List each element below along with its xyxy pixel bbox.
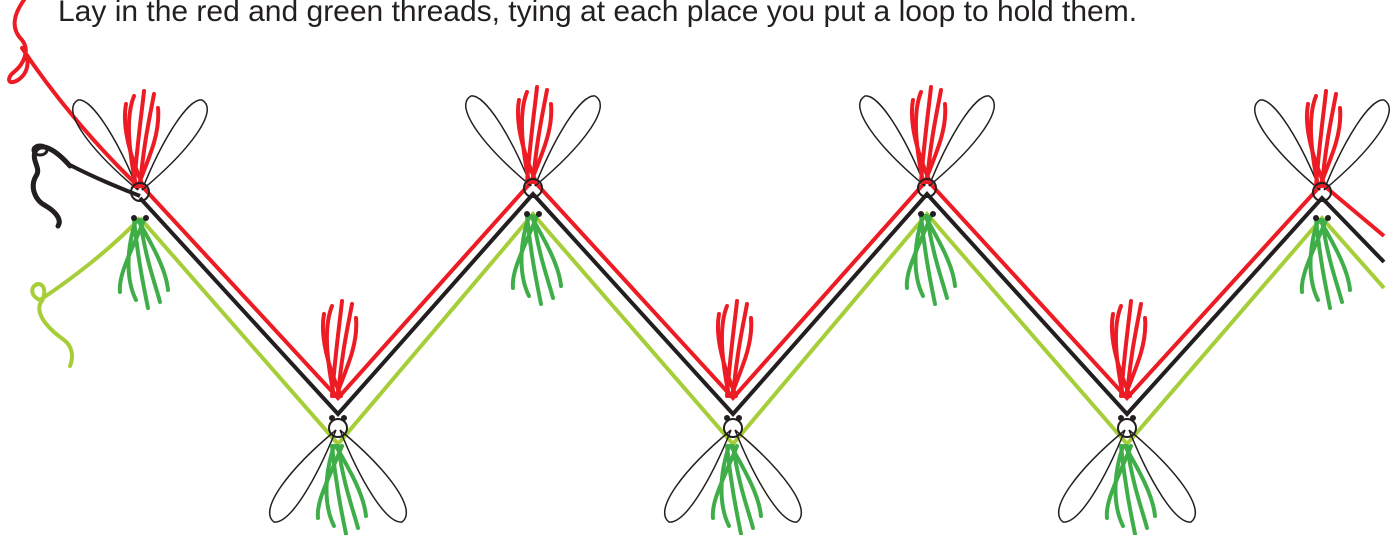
knot-loop [723, 418, 743, 438]
knot-loop [328, 418, 348, 438]
knot-dot [536, 211, 542, 217]
knot-dot [1325, 215, 1331, 221]
tuft-up [1109, 299, 1148, 398]
knot-dot [1118, 415, 1124, 421]
red-thread-line [138, 177, 1386, 401]
needle-eye [31, 143, 49, 157]
black-loops-up [72, 99, 208, 191]
knot-loop [1312, 182, 1332, 202]
instruction-caption: Lay in the red and green threads, tying … [58, 0, 1138, 28]
knot-dot [524, 211, 530, 217]
zigzag-threads [20, 46, 1386, 448]
tuft-up [320, 299, 359, 398]
knot-dot [736, 415, 742, 421]
tuft-up [122, 89, 161, 188]
tuft-down [510, 214, 563, 306]
knot-loop [1117, 418, 1137, 438]
knot-loop [130, 182, 150, 202]
knot-dot [930, 211, 936, 217]
needle-icon [30, 144, 73, 229]
green-thread-tail-icon [30, 281, 74, 368]
tuft-down [710, 444, 763, 535]
knot-loop [523, 178, 543, 198]
tuft-up [909, 85, 948, 184]
black-loops-down [663, 429, 803, 523]
knot-dot [724, 415, 730, 421]
tuft-down [1104, 444, 1157, 535]
black-loops-down [1057, 429, 1197, 523]
tuft-up [715, 299, 754, 398]
tuft-up [1304, 89, 1343, 188]
black-loops-up [465, 95, 601, 187]
black-loops-down [268, 429, 408, 523]
thread-tails [7, 0, 74, 368]
knot-dot [918, 211, 924, 217]
black-thread-lead [69, 163, 141, 198]
red-thread-lead [20, 46, 142, 190]
loop-knots [130, 178, 1332, 438]
knot-dot [341, 415, 347, 421]
tie-tufts [72, 85, 1390, 535]
black-loops-up [859, 95, 995, 187]
tuft-down [315, 444, 368, 535]
red-thread-tail-icon [7, 0, 30, 85]
knot-dot [1130, 415, 1136, 421]
knot-loop [917, 178, 937, 198]
knot-dot [329, 415, 335, 421]
tuft-down [1299, 218, 1352, 310]
black-loops-up [1254, 99, 1390, 191]
green-thread-line [138, 210, 1386, 448]
knot-dot [131, 215, 137, 221]
tuft-down [904, 214, 957, 306]
tuft-down [117, 218, 170, 310]
knot-dot [1313, 215, 1319, 221]
green-thread-lead [38, 216, 142, 302]
black-thread-line [138, 191, 1386, 417]
knot-dot [143, 215, 149, 221]
tuft-up [515, 85, 554, 184]
